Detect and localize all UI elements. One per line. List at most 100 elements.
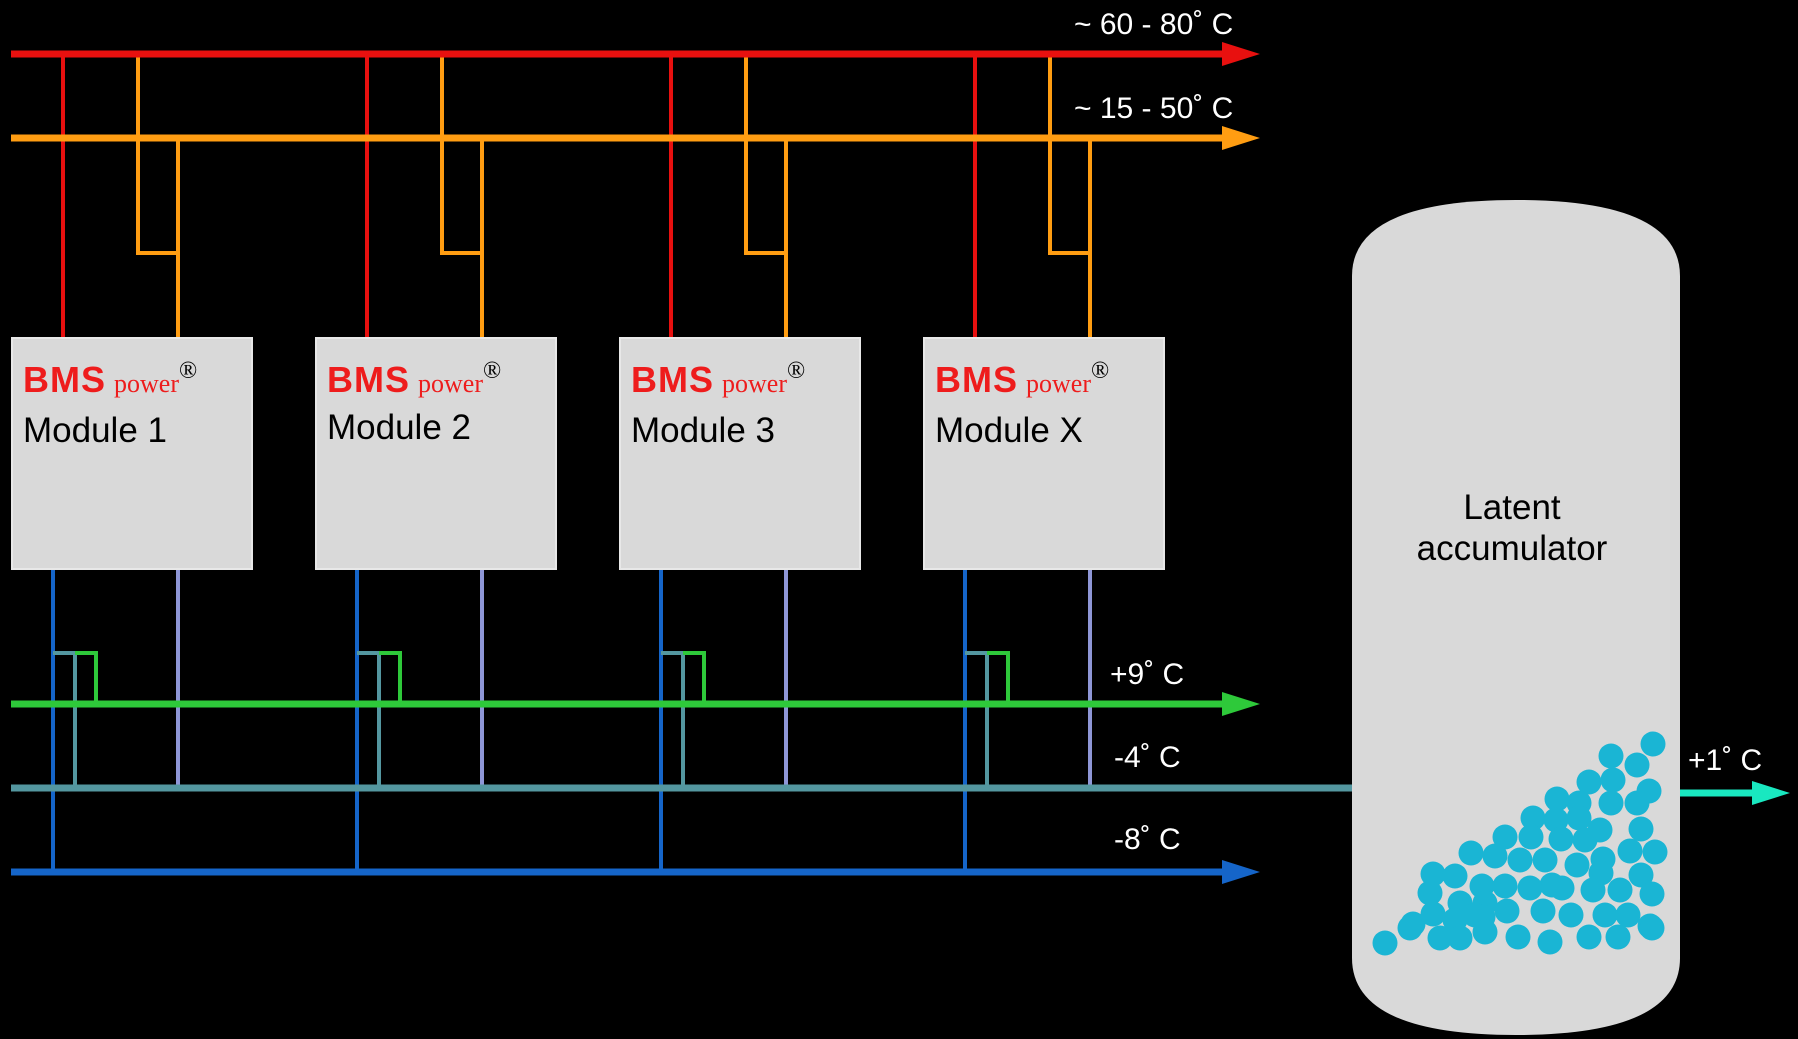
- accumulator-ball: [1624, 752, 1650, 778]
- brand-power: power: [1026, 369, 1091, 398]
- warm-loop-3: [744, 54, 788, 255]
- brand-bms: BMS: [935, 359, 1018, 400]
- accumulator-ball: [1532, 847, 1558, 873]
- module-box-2: BMS power® Module 2: [315, 337, 557, 570]
- accumulator-ball: [1420, 861, 1446, 887]
- accumulator-ball: [1492, 873, 1518, 899]
- accumulator-ball: [1420, 901, 1446, 927]
- registered-mark: ®: [482, 358, 502, 384]
- green-loop-4: [987, 651, 1010, 704]
- accumulator-ball: [1639, 915, 1665, 941]
- accumulator-ball: [1518, 824, 1544, 850]
- accumulator-ball: [1576, 924, 1602, 950]
- green-loop-1: [75, 651, 98, 704]
- accumulator-ball: [1397, 915, 1423, 941]
- teal-connector-1: [53, 651, 77, 788]
- accumulator-ball: [1600, 767, 1626, 793]
- temp-label-minus8: -8˚ C: [1114, 823, 1181, 856]
- accumulator-ball: [1639, 881, 1665, 907]
- registered-mark: ®: [178, 358, 198, 384]
- module-box-3: BMS power® Module 3: [619, 337, 861, 570]
- brand-power: power: [114, 369, 179, 398]
- module-name: Module 2: [327, 408, 471, 447]
- teal-connector-3: [661, 651, 685, 788]
- accumulator-ball: [1530, 898, 1556, 924]
- brand-power: power: [418, 369, 483, 398]
- accumulator-ball: [1517, 875, 1543, 901]
- accumulator-ball: [1372, 930, 1398, 956]
- accumulator-ball: [1544, 786, 1570, 812]
- temp-label-warm: ~ 15 - 50˚ C: [1074, 92, 1234, 125]
- accumulator-ball: [1558, 902, 1584, 928]
- accumulator-label-line1: Latent: [1463, 488, 1561, 527]
- accumulator-ball: [1628, 862, 1654, 888]
- accumulator-ball: [1505, 924, 1531, 950]
- accumulator-ball: [1580, 877, 1606, 903]
- green-loop-3: [683, 651, 706, 704]
- accumulator-ball: [1543, 807, 1569, 833]
- accumulator-ball: [1537, 929, 1563, 955]
- temp-label-minus4: -4˚ C: [1114, 741, 1181, 774]
- module-name: Module 3: [631, 411, 775, 450]
- brand-bms: BMS: [327, 359, 410, 400]
- temp-label-outlet: +1˚ C: [1688, 744, 1763, 777]
- warm-loop-1: [136, 54, 180, 255]
- brand-bms: BMS: [631, 359, 714, 400]
- registered-mark: ®: [1090, 358, 1110, 384]
- teal-connector-2: [357, 651, 381, 788]
- accumulator-label: Latent accumulator: [1352, 487, 1672, 570]
- accumulator-balls: [1372, 731, 1668, 956]
- warm-loop-2: [440, 54, 484, 255]
- accumulator-ball: [1427, 925, 1453, 951]
- accumulator-ball: [1549, 875, 1575, 901]
- flow-arrows: [1222, 42, 1790, 884]
- module-brand: BMS power®: [631, 359, 805, 398]
- accumulator-ball: [1494, 898, 1520, 924]
- accumulator-ball: [1564, 852, 1590, 878]
- accumulator-ball: [1642, 839, 1668, 865]
- green-arrow: [1222, 692, 1260, 716]
- accumulator-ball: [1607, 877, 1633, 903]
- accumulator-ball: [1598, 790, 1624, 816]
- module-name: Module 1: [23, 411, 167, 450]
- module-brand: BMS power®: [327, 359, 501, 398]
- accumulator-ball: [1615, 902, 1641, 928]
- temp-label-hot: ~ 60 - 80˚ C: [1074, 8, 1234, 41]
- warm-loop-4: [1048, 54, 1092, 255]
- accumulator-ball: [1458, 840, 1484, 866]
- accumulator-ball: [1628, 816, 1654, 842]
- hot-arrow: [1222, 42, 1260, 66]
- registered-mark: ®: [786, 358, 806, 384]
- accumulator-ball: [1442, 863, 1468, 889]
- accumulator-ball: [1640, 731, 1666, 757]
- teal-connector-4: [965, 651, 989, 788]
- blue-arrow: [1222, 860, 1260, 884]
- green-loop-2: [379, 651, 402, 704]
- accumulator-label-line2: accumulator: [1416, 529, 1608, 569]
- pipe-network: [11, 50, 1752, 876]
- accumulator-ball: [1605, 924, 1631, 950]
- accumulator-ball: [1472, 919, 1498, 945]
- module-name: Module X: [935, 411, 1083, 450]
- accumulator-ball: [1598, 743, 1624, 769]
- accumulator-ball: [1417, 880, 1443, 906]
- accumulator-ball: [1566, 805, 1592, 831]
- accumulator-ball: [1592, 902, 1618, 928]
- accumulator-ball: [1482, 843, 1508, 869]
- accumulator-ball: [1624, 790, 1650, 816]
- warm-arrow: [1222, 126, 1260, 150]
- brand-power: power: [722, 369, 787, 398]
- accumulator-ball: [1548, 826, 1574, 852]
- temp-label-plus9: +9˚ C: [1110, 658, 1185, 691]
- accumulator-ball: [1576, 769, 1602, 795]
- accumulator-ball: [1520, 805, 1546, 831]
- accumulator-ball: [1507, 847, 1533, 873]
- accumulator-ball: [1447, 925, 1473, 951]
- module-box-x: BMS power® Module X: [923, 337, 1165, 570]
- latent-accumulator-tank: [1352, 200, 1680, 1035]
- accumulator-ball: [1617, 838, 1643, 864]
- accumulator-ball: [1572, 827, 1598, 853]
